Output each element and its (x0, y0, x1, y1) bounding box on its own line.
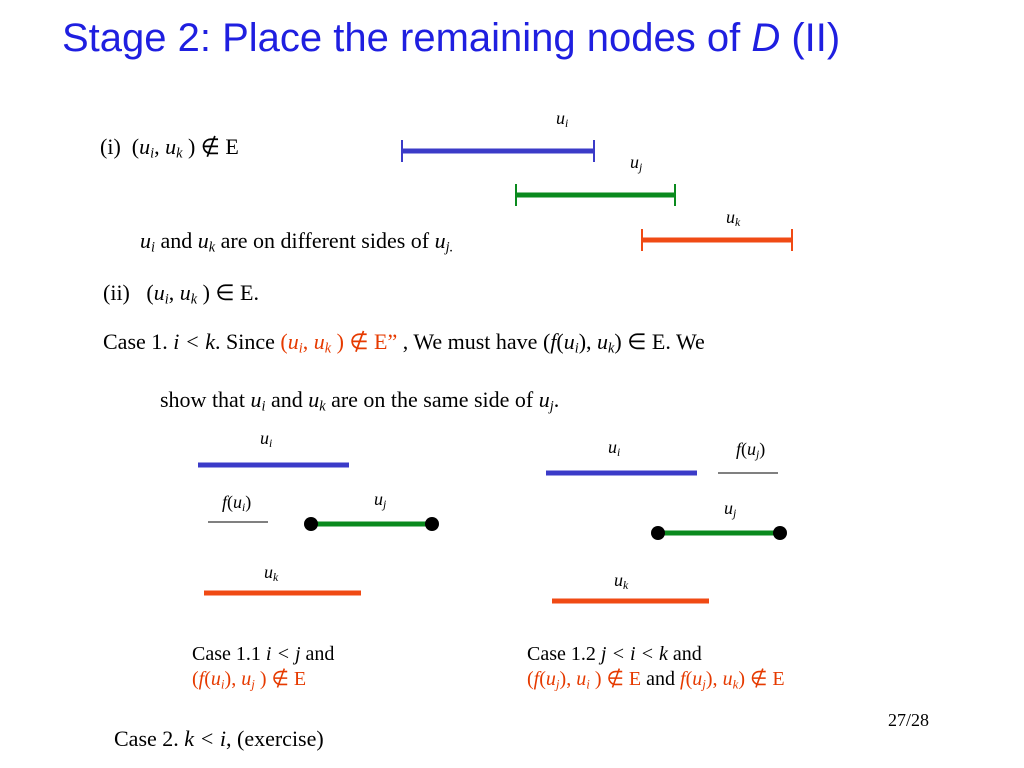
case-1-1-caption: Case 1.1 i < j and (f(ui), uj ) ∉ E (192, 643, 335, 692)
case-i-statement: (i) (ui, uk ) ∉ E (100, 134, 239, 162)
left-label-ui: ui (260, 428, 273, 450)
right-label-uk: uk (614, 570, 629, 592)
right-label-ui: ui (608, 437, 621, 459)
slide-title: Stage 2: Place the remaining nodes of D … (62, 16, 841, 60)
top-label-uk: uk (726, 207, 741, 229)
interval-ui (401, 140, 595, 162)
case-1-red-condition: (ui, uk ) ∉ E” (280, 329, 398, 357)
right-label-fuj: f(uj) (736, 439, 766, 461)
right-label-uj: uj (724, 498, 737, 520)
left-interval-uj (304, 517, 439, 531)
top-label-ui: ui (556, 108, 569, 130)
page-number: 27/28 (888, 710, 930, 730)
case-ii-statement: (ii) (ui, uk ) ∈ E. (103, 280, 259, 308)
left-label-fui: f(ui) (222, 492, 252, 514)
right-interval-uj (651, 526, 787, 540)
different-sides-text: ui and uk are on different sides of uj. (140, 228, 454, 256)
case-1-line-1: Case 1. i < k. Since (ui, uk ) ∉ E” , We… (103, 329, 705, 357)
top-label-uj: uj (630, 152, 643, 174)
case-1-2-caption: Case 1.2 j < i < k and (f(uj), ui ) ∉ E … (527, 643, 785, 692)
interval-uj (515, 184, 676, 206)
case-1-line-2: show that ui and uk are on the same side… (160, 387, 560, 415)
left-label-uk: uk (264, 562, 279, 584)
case-2-statement: Case 2. k < i, (exercise) (114, 726, 324, 751)
interval-uk (641, 229, 793, 251)
left-label-uj: uj (374, 489, 387, 511)
